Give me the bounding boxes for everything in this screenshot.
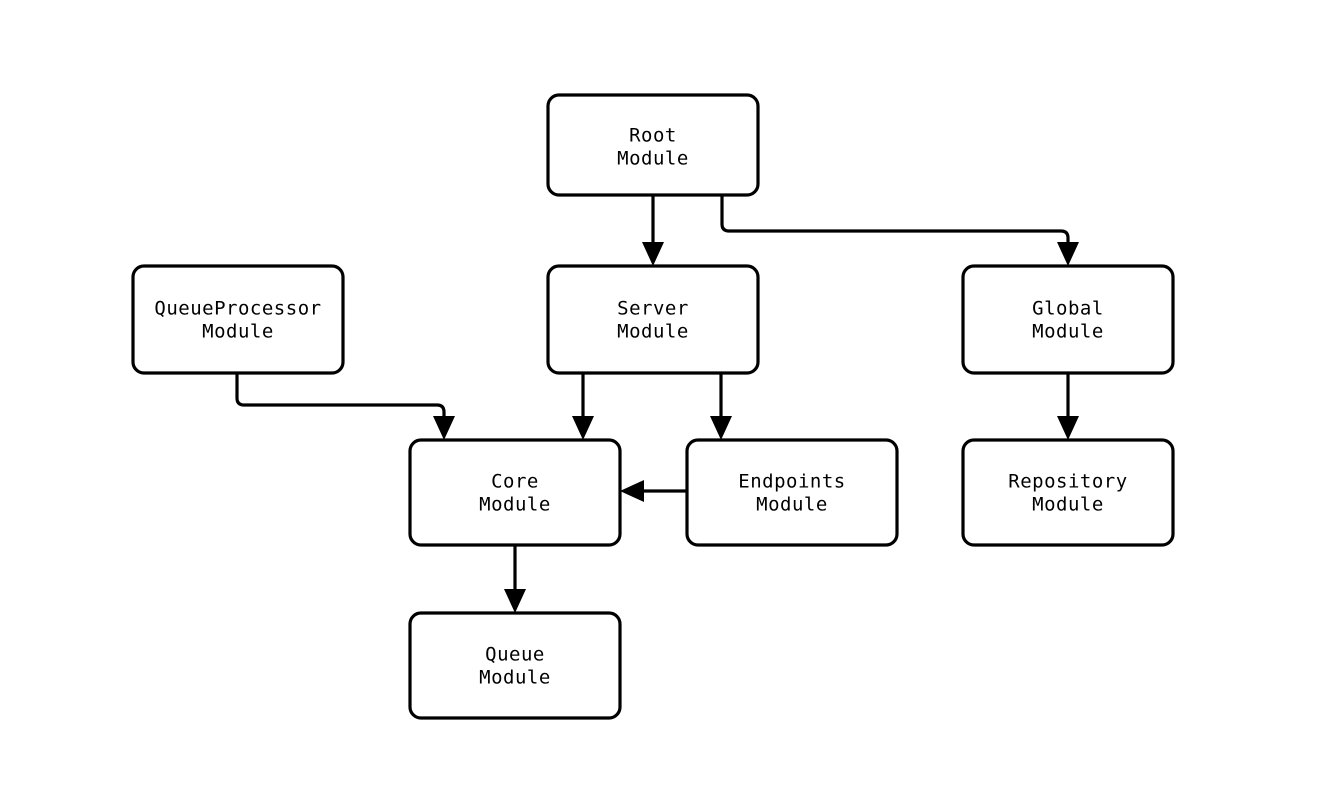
node-repository-module-label-line1: Repository: [1008, 471, 1127, 493]
node-root-module-label-line1: Root: [629, 125, 677, 147]
node-root-module-box[interactable]: [546, 93, 760, 197]
edge-queueprocessor-to-core-arrowhead-down-icon: [433, 416, 455, 440]
node-core-module-box[interactable]: [408, 438, 622, 547]
edge-core-to-queue-arrowhead-down-icon: [504, 589, 526, 613]
node-queue-module-box[interactable]: [408, 611, 622, 720]
edge-server-to-endpoints: [710, 373, 732, 440]
node-repository-module[interactable]: Repository Module: [961, 438, 1175, 547]
edge-root-to-server: [642, 195, 664, 266]
edge-server-to-core-arrowhead-down-icon: [572, 416, 594, 440]
node-queue-module[interactable]: Queue Module: [408, 611, 622, 720]
node-repository-module-label-line2: Module: [1032, 494, 1104, 516]
node-queueprocessor-module-label-line2: Module: [202, 321, 274, 343]
node-endpoints-module-label-line2: Module: [756, 494, 828, 516]
node-queue-module-label-line1: Queue: [485, 644, 545, 666]
edge-server-to-endpoints-arrowhead-down-icon: [710, 416, 732, 440]
node-server-module-label-line1: Server: [617, 298, 689, 320]
node-global-module[interactable]: Global Module: [961, 264, 1175, 375]
node-queueprocessor-module[interactable]: QueueProcessor Module: [131, 264, 345, 375]
node-server-module-box[interactable]: [546, 264, 760, 375]
node-endpoints-module[interactable]: Endpoints Module: [685, 438, 899, 547]
edge-endpoints-to-core: [620, 480, 687, 502]
node-endpoints-module-label-line1: Endpoints: [738, 471, 845, 493]
edge-server-to-core: [572, 373, 594, 440]
node-queueprocessor-module-box[interactable]: [131, 264, 345, 375]
node-server-module-label-line2: Module: [617, 321, 689, 343]
node-core-module-label-line2: Module: [479, 494, 551, 516]
node-global-module-box[interactable]: [961, 264, 1175, 375]
edge-root-to-global: [720, 195, 1079, 266]
node-global-module-label-line2: Module: [1032, 321, 1104, 343]
node-root-module-label-line2: Module: [617, 148, 689, 170]
node-core-module-label-line1: Core: [491, 471, 539, 493]
node-root-module[interactable]: Root Module: [546, 93, 760, 197]
edge-global-to-repository: [1057, 373, 1079, 440]
edge-core-to-queue: [504, 545, 526, 613]
edge-root-to-server-arrowhead-down-icon: [642, 242, 664, 266]
node-server-module[interactable]: Server Module: [546, 264, 760, 375]
node-queue-module-label-line2: Module: [479, 667, 551, 689]
edge-queueprocessor-to-core: [235, 373, 455, 440]
node-core-module[interactable]: Core Module: [408, 438, 622, 547]
node-global-module-label-line1: Global: [1032, 298, 1104, 320]
edge-endpoints-to-core-arrowhead-left-icon: [620, 480, 644, 502]
edge-root-to-global-line: [720, 195, 1070, 249]
edge-global-to-repository-arrowhead-down-icon: [1057, 416, 1079, 440]
node-repository-module-box[interactable]: [961, 438, 1175, 547]
node-queueprocessor-module-label-line1: QueueProcessor: [154, 298, 321, 320]
edge-root-to-global-arrowhead-down-icon: [1057, 242, 1079, 266]
node-endpoints-module-box[interactable]: [685, 438, 899, 547]
edge-queueprocessor-to-core-line: [235, 373, 446, 423]
